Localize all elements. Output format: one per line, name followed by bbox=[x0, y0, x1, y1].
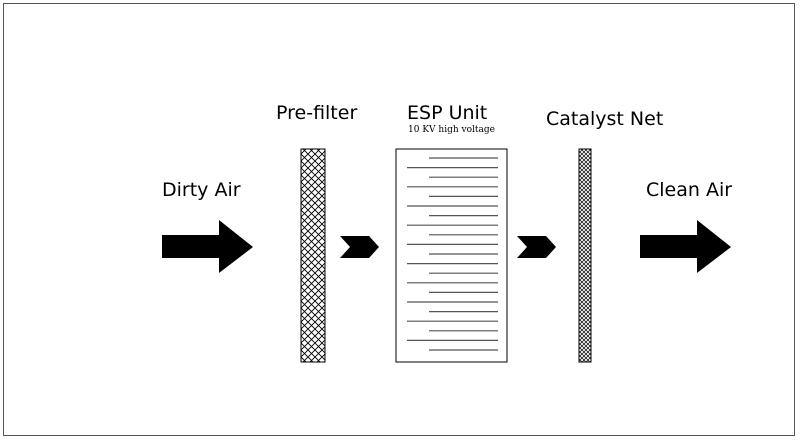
inlet-arrow-icon bbox=[162, 220, 253, 273]
flow-chevron-icon bbox=[517, 236, 556, 258]
pre-filter-block bbox=[300, 148, 326, 363]
esp-voltage-label: 10 KV high voltage bbox=[408, 125, 495, 135]
catalyst-net-label: Catalyst Net bbox=[546, 108, 664, 130]
esp-unit-label: ESP Unit bbox=[407, 102, 488, 124]
esp-unit-box bbox=[395, 148, 508, 363]
flow-chevron-icon bbox=[340, 236, 379, 258]
diagram-frame bbox=[3, 3, 795, 436]
outlet-arrow-icon bbox=[640, 220, 731, 273]
pre-filter-label: Pre-filter bbox=[276, 102, 358, 124]
dirty-air-label: Dirty Air bbox=[162, 179, 241, 201]
esp-plates bbox=[407, 157, 498, 351]
catalyst-net-block bbox=[578, 148, 592, 363]
clean-air-label: Clean Air bbox=[646, 179, 733, 201]
